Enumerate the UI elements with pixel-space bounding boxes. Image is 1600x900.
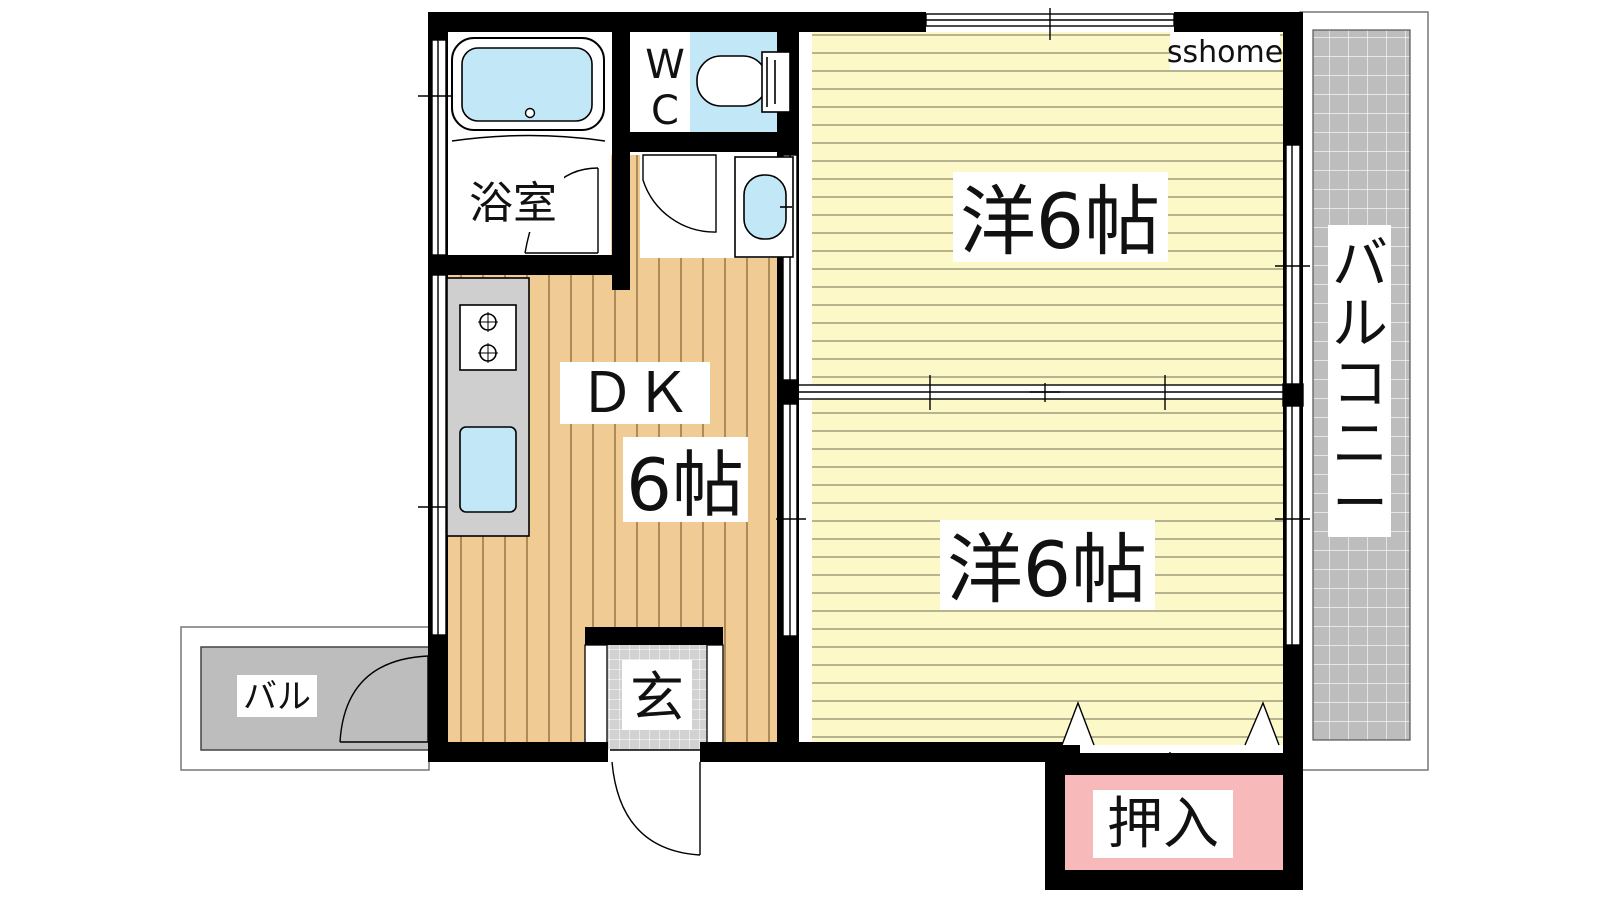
closet-label: 押入 — [1107, 792, 1219, 857]
bath-label: 浴室 — [469, 178, 557, 229]
closet-doors — [1061, 701, 1280, 770]
windows — [418, 8, 1310, 646]
western-room-bottom-label: 洋6帖 — [947, 525, 1147, 614]
wc-label-w: W — [645, 42, 685, 88]
wc-label-c: C — [651, 88, 679, 134]
balcony-char-1: バ — [1332, 232, 1388, 297]
dk-size-label: 6帖 — [626, 443, 744, 527]
dk-label: ＤＫ — [579, 361, 691, 426]
bathtub — [451, 37, 606, 142]
entrance-door — [610, 749, 701, 856]
balcony-char-5: ー — [1332, 472, 1388, 537]
balcony-char-3: コ — [1332, 352, 1388, 417]
small-balcony — [180, 626, 430, 771]
entrance-label: 玄 — [630, 666, 684, 729]
watermark: sshome — [1167, 35, 1283, 70]
western-room-top-label: 洋6帖 — [960, 177, 1160, 266]
wash-basin — [734, 156, 794, 258]
sliding-partition — [797, 375, 1284, 410]
wc-door — [642, 154, 717, 233]
balcony-char-2: ル — [1332, 292, 1388, 357]
balcony-char-4: ニ — [1332, 412, 1388, 477]
large-balcony-label: バ ル コ ニ ー — [1332, 232, 1388, 537]
small-balcony-door — [339, 655, 429, 743]
small-balcony-label: バル — [243, 677, 311, 717]
kitchen-counter — [446, 277, 530, 537]
toilet — [696, 51, 791, 113]
